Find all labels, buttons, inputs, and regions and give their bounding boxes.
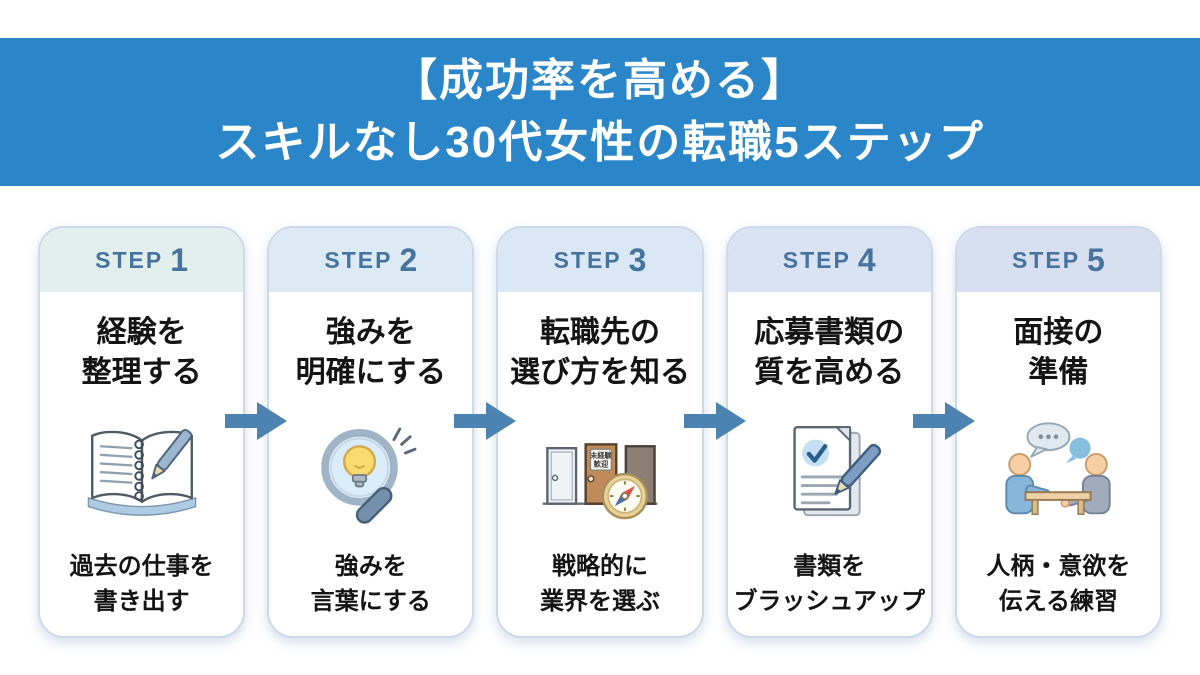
step-card-2: STEP 2 強みを 明確にする 強みを [267,226,475,638]
step-4-icon-area [728,402,931,548]
step-card-5: STEP 5 面接の 準備 [954,226,1163,638]
steps-row: STEP 1 経験を 整理する [38,226,1163,638]
arrow-right-icon [913,402,975,440]
step-4-title: 応募書類の 質を高める [754,316,905,389]
step-3-icon-area: 未経験 歓迎 [498,402,701,548]
step-4-caption: 書類を ブラッシュアップ [733,553,925,615]
step-3-header: STEP 3 [498,228,702,292]
step-card-3: STEP 3 転職先の 選び方を知る 未経験 歓迎 [496,226,704,638]
step-3-title: 転職先の 選び方を知る [510,316,690,389]
step-5-label: STEP [1011,246,1081,273]
step-1-icon-area [40,402,243,548]
step-5-caption: 人柄・意欲を 伝える練習 [986,553,1131,615]
step-4-label: STEP [782,246,851,273]
magnifier-lightbulb-icon [321,427,417,524]
arrow-right-icon [454,402,516,440]
banner-title-line2: スキルなし30代女性の転職5ステップ [215,118,985,167]
step-4-number: 4 [857,241,876,278]
step-1-title: 経験を 整理する [81,316,202,389]
step-3-label: STEP [553,246,622,273]
step-1-label: STEP [95,246,164,273]
step-5-icon-area [957,402,1160,548]
arrow-right-icon [684,402,746,440]
banner-title-line1: 【成功率を高める】 [393,55,807,105]
step-2-header: STEP 2 [269,228,473,292]
doors-compass-icon: 未経験 歓迎 [542,443,658,520]
step-1-caption: 過去の仕事を 書き出す [69,553,214,615]
step-card-1: STEP 1 経験を 整理する [38,226,246,638]
title-banner: 【成功率を高める】 スキルなし30代女性の転職5ステップ [0,38,1200,186]
step-card-4: STEP 4 応募書類の 質を高める [725,226,933,638]
step-1-header: STEP 1 [40,228,244,292]
svg-text:未経験: 未経験 [589,451,612,460]
step-5-header: STEP 5 [956,228,1161,292]
step-3-number: 3 [628,241,647,278]
step-3-caption: 戦略的に 業界を選ぶ [540,553,660,615]
step-2-caption: 強みを 言葉にする [310,553,431,615]
step-2-number: 2 [399,241,418,278]
arrow-right-icon [225,402,287,440]
step-2-label: STEP [324,246,393,273]
svg-text:歓迎: 歓迎 [593,459,609,468]
interview-people-icon [1005,422,1112,515]
document-check-pen-icon [793,425,882,517]
notebook-pen-icon [87,428,196,516]
step-4-header: STEP 4 [727,228,931,292]
step-1-number: 1 [170,241,189,278]
step-2-icon-area [269,402,472,548]
step-5-title: 面接の 準備 [1013,316,1104,389]
step-5-number: 5 [1087,241,1105,278]
step-2-title: 強みを 明確にする [295,316,446,389]
